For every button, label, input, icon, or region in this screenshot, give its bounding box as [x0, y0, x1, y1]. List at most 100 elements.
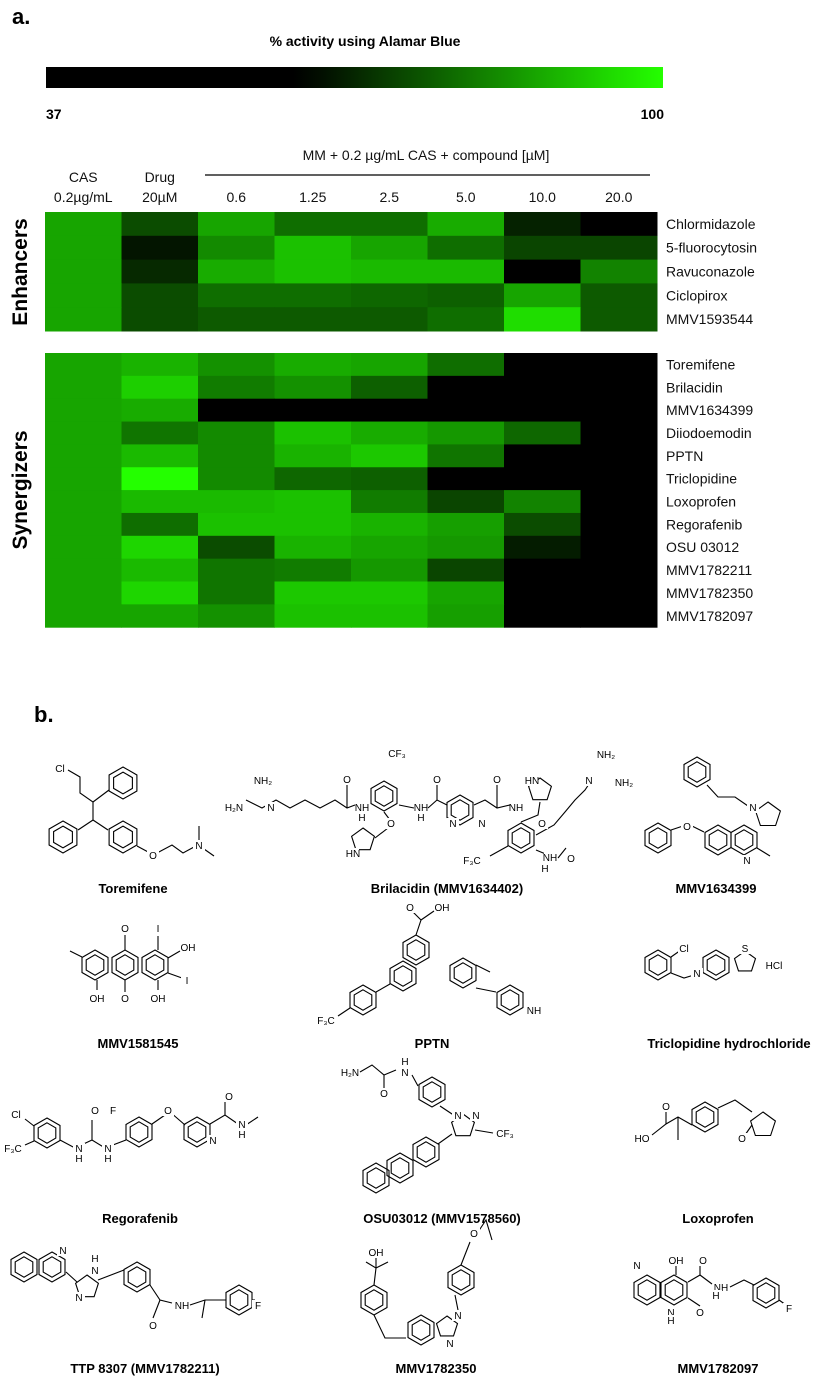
atom-label: NH₂: [597, 750, 615, 761]
atom-label: HN: [346, 849, 360, 860]
atom-label-bg: [468, 1228, 480, 1239]
atom-label-bg: [665, 1315, 677, 1326]
atom-label: O: [343, 775, 351, 786]
bond: [477, 1218, 493, 1241]
heatmap-cell: [580, 307, 658, 332]
heatmap-cell: [504, 212, 581, 237]
atom-label: Cl: [679, 944, 688, 955]
column-header: 5.0: [456, 189, 476, 205]
ring: [418, 1076, 446, 1108]
atom-label: O: [538, 819, 546, 830]
heatmap-cell: [45, 235, 122, 261]
atom-label-bg: [583, 775, 595, 786]
atom-label-bg: [715, 1282, 727, 1293]
ring: [660, 1274, 688, 1306]
heatmap-cell: [580, 444, 658, 468]
ring-inner-bonds: [129, 1121, 149, 1143]
row-label: 5-fluorocytosin: [666, 240, 757, 256]
atom-label-bg: [444, 1338, 456, 1349]
bond: [651, 1116, 693, 1136]
atom-label-bg: [385, 818, 397, 829]
ring-inner-bonds: [145, 954, 165, 976]
ring-inner-bonds: [451, 1269, 471, 1291]
atom-label-bg: [739, 943, 751, 954]
ring-inner-bonds: [127, 1266, 147, 1288]
heatmap-cell: [198, 212, 275, 237]
heatmap-cell: [351, 558, 428, 582]
heatmap-cell: [45, 353, 122, 377]
atom-label-bg: [636, 1133, 648, 1144]
ring: [362, 1162, 390, 1194]
heatmap-cell: [427, 375, 505, 400]
ring: [389, 960, 417, 992]
ring-inner-bonds: [734, 829, 754, 851]
heatmap-cell: [121, 283, 199, 308]
bond: [209, 1114, 239, 1125]
heatmap-cell: [121, 535, 199, 560]
row-label: Brilacidin: [666, 379, 723, 395]
atom-label-bg: [356, 802, 368, 813]
heatmap-cell: [351, 512, 428, 537]
atom-label-bg: [526, 775, 538, 786]
atom-label-bg: [697, 1255, 709, 1266]
column-header: 2.5: [380, 189, 400, 205]
bond: [97, 1269, 125, 1281]
heatmap-cell: [580, 375, 658, 400]
bond: [474, 1129, 494, 1134]
atom-label: OH: [369, 1248, 384, 1259]
heatmap-cell: [121, 604, 199, 628]
heatmap-cell: [351, 353, 428, 377]
heatmap-cell: [427, 558, 505, 582]
heatmap-cell: [427, 467, 505, 491]
atom-label: NH: [543, 853, 557, 864]
heatmap-cell: [427, 398, 505, 423]
heatmap-cell: [45, 581, 122, 605]
atom-label: H: [75, 1154, 82, 1165]
bond: [337, 1007, 351, 1017]
heatmap-cell: [427, 235, 505, 261]
ring: [683, 756, 711, 788]
atom-label: H₂N: [341, 1068, 359, 1079]
bond: [706, 784, 749, 807]
bond: [156, 844, 195, 854]
heatmap-cell: [504, 512, 581, 537]
atom-label-bg: [736, 1133, 748, 1144]
heatmap-cell: [427, 581, 505, 605]
atom-label: F: [786, 1304, 792, 1315]
atom-label-bg: [747, 802, 759, 813]
atom-label: NH₂: [615, 778, 633, 789]
heatmap-cell: [198, 558, 275, 582]
ring: [407, 1314, 435, 1346]
heatmap-cell: [274, 212, 352, 237]
heatmap-cell: [351, 581, 428, 605]
heatmap-cell: [121, 512, 199, 537]
atom-label-bg: [399, 1067, 411, 1078]
heatmap-cell: [504, 398, 581, 423]
ring-inner-bonds: [756, 1282, 776, 1304]
compound-name: MMV1581545: [98, 1036, 179, 1051]
bond: [365, 1261, 377, 1286]
atom-label: H: [712, 1291, 719, 1302]
atom-label: N: [401, 1068, 408, 1079]
ring: [81, 949, 109, 981]
heatmap-cell: [427, 283, 505, 308]
atom-label: OH: [181, 943, 196, 954]
row-label: MMV1634399: [666, 402, 753, 418]
heatmap-cell: [504, 444, 581, 468]
bond: [520, 801, 541, 823]
heatmap-cell: [351, 444, 428, 468]
atom-label: Cl: [11, 1110, 20, 1121]
bond: [427, 799, 448, 809]
atom-label: NH: [527, 1006, 541, 1017]
heatmap-cell: [274, 604, 352, 628]
atom-label-bg: [665, 1307, 677, 1318]
heatmap-cell: [580, 604, 658, 628]
row-label: Regorafenib: [666, 516, 742, 532]
heatmap-cell: [274, 307, 352, 332]
atom-label-bg: [499, 1128, 511, 1139]
row-label: MMV1782350: [666, 585, 753, 601]
